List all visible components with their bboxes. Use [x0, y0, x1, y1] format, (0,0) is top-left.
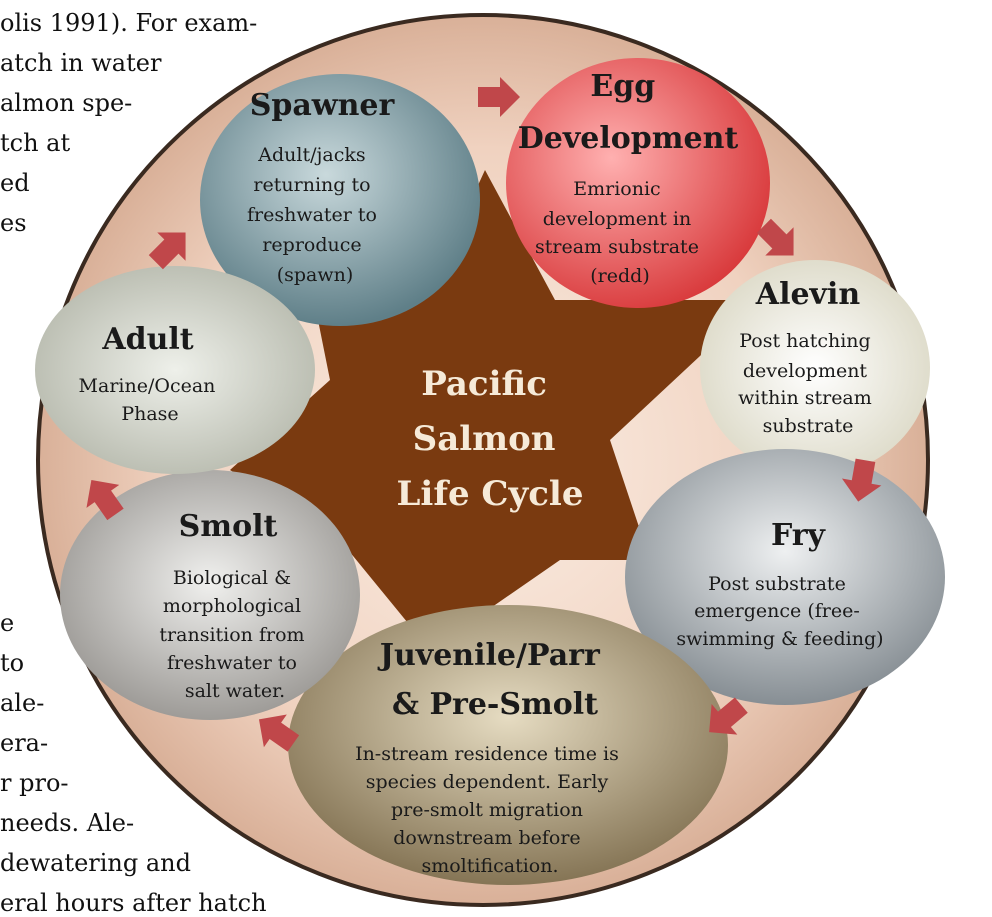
stage-fry-bubble — [625, 449, 945, 705]
arrow-alevin-to-fry — [841, 458, 882, 502]
stage-desc-line: stream substrate — [535, 236, 699, 258]
background-text-line: eral hours after hatch — [0, 889, 267, 917]
stage-desc-line: reproduce — [262, 234, 361, 256]
arrow-egg-to-alevin — [756, 218, 794, 256]
stage-title-line: Development — [518, 121, 739, 156]
stage-desc-line: Phase — [121, 403, 178, 425]
stage-desc-line: (spawn) — [277, 264, 354, 286]
stage-egg-bubble — [506, 58, 770, 308]
center-title-line: Pacific — [421, 364, 547, 404]
stage-adult-description: Marine/Ocean Phase — [79, 375, 222, 425]
stage-desc-line: species dependent. Early — [366, 771, 609, 793]
center-title-line: Life Cycle — [397, 474, 584, 514]
stage-juvenile-bubble — [288, 605, 728, 885]
arrow-fry-to-juvenile — [709, 697, 748, 735]
arrow-smolt-to-adult — [86, 479, 124, 521]
stage-desc-line: In-stream residence time is — [355, 743, 619, 765]
stage-title-line: & Pre-Smolt — [392, 687, 598, 722]
stage-alevin-description: Post hatching development within stream … — [738, 330, 878, 437]
stage-desc-line: emergence (free- — [694, 600, 860, 622]
stage-desc-line: Marine/Ocean — [79, 375, 216, 397]
stage-juvenile-title: Juvenile/Parr & Pre-Smolt — [377, 638, 610, 722]
stage-desc-line: substrate — [763, 415, 854, 437]
stage-desc-line: Post hatching — [739, 330, 870, 352]
stage-fry-title: Fry — [771, 518, 827, 553]
stage-title-line: Smolt — [179, 509, 278, 544]
stage-smolt-bubble — [60, 470, 360, 720]
stage-title-line: Alevin — [755, 277, 861, 312]
stage-desc-line: (redd) — [590, 265, 649, 287]
stage-desc-line: Emrionic — [573, 178, 660, 200]
stage-desc-line: swimming & feeding) — [676, 628, 883, 650]
stage-desc-line: freshwater to — [167, 652, 297, 674]
background-text-line: e — [0, 609, 15, 637]
background-text-line: to — [0, 649, 25, 677]
stage-desc-line: freshwater to — [247, 204, 377, 226]
stage-desc-line: development — [743, 360, 868, 382]
stage-desc-line: development in — [543, 208, 692, 230]
stage-title-line: Fry — [771, 518, 827, 553]
stage-spawner-bubble — [200, 74, 480, 326]
background-text-line: needs. Ale- — [0, 809, 135, 837]
stage-desc-line: salt water. — [185, 680, 285, 702]
stage-desc-line: downstream before — [393, 827, 580, 849]
stage-desc-line: returning to — [253, 174, 370, 196]
background-text-line: ale- — [0, 689, 45, 717]
stage-desc-line: smoltification. — [421, 855, 558, 877]
background-text-line: r pro- — [0, 769, 69, 797]
stage-egg-description: Emrionic development in stream substrate… — [535, 178, 705, 287]
background-text-line: era- — [0, 729, 49, 757]
stage-egg-title: Egg Development — [518, 69, 739, 156]
background-text-line: ed — [0, 169, 30, 197]
stage-fry-description: Post substrate emergence (free- swimming… — [676, 573, 883, 650]
stage-title-line: Juvenile/Parr — [377, 638, 601, 673]
background-text-line: olis 1991). For exam- — [0, 9, 258, 37]
arrow-spawner-to-egg — [478, 77, 520, 117]
stage-alevin-bubble — [700, 260, 930, 476]
stage-juvenile-description: In-stream residence time is species depe… — [355, 743, 625, 877]
background-text-line: dewatering and — [0, 849, 191, 877]
center-title-line: Salmon — [413, 419, 556, 459]
stage-adult-title: Adult — [101, 322, 193, 357]
background-text-line: almon spe- — [0, 89, 133, 117]
stage-desc-line: Adult/jacks — [257, 144, 365, 166]
arrow-adult-to-spawner — [148, 232, 186, 270]
stage-title-line: Egg — [590, 69, 655, 104]
stage-alevin-title: Alevin — [755, 277, 861, 312]
arrow-juvenile-to-smolt — [258, 714, 300, 752]
stage-spawner-title: Spawner — [250, 88, 396, 123]
stage-spawner-description: Adult/jacks returning to freshwater to r… — [247, 144, 383, 286]
stage-desc-line: transition from — [159, 624, 304, 646]
stage-smolt-description: Biological & morphological transition fr… — [159, 567, 310, 702]
stage-desc-line: morphological — [163, 595, 301, 617]
background-text-line: atch in water — [0, 49, 162, 77]
center-title: Pacific Salmon Life Cycle — [397, 364, 584, 514]
stage-adult-bubble — [35, 266, 315, 474]
stage-desc-line: within stream — [738, 387, 872, 409]
stage-desc-line: pre-smolt migration — [391, 799, 583, 821]
stage-desc-line: Biological & — [173, 567, 291, 589]
stage-title-line: Spawner — [250, 88, 396, 123]
stage-desc-line: Post substrate — [708, 573, 846, 595]
stage-title-line: Adult — [101, 322, 193, 357]
stage-smolt-title: Smolt — [179, 509, 278, 544]
background-text-line: tch at — [0, 129, 71, 157]
background-text-line: es — [0, 209, 27, 237]
